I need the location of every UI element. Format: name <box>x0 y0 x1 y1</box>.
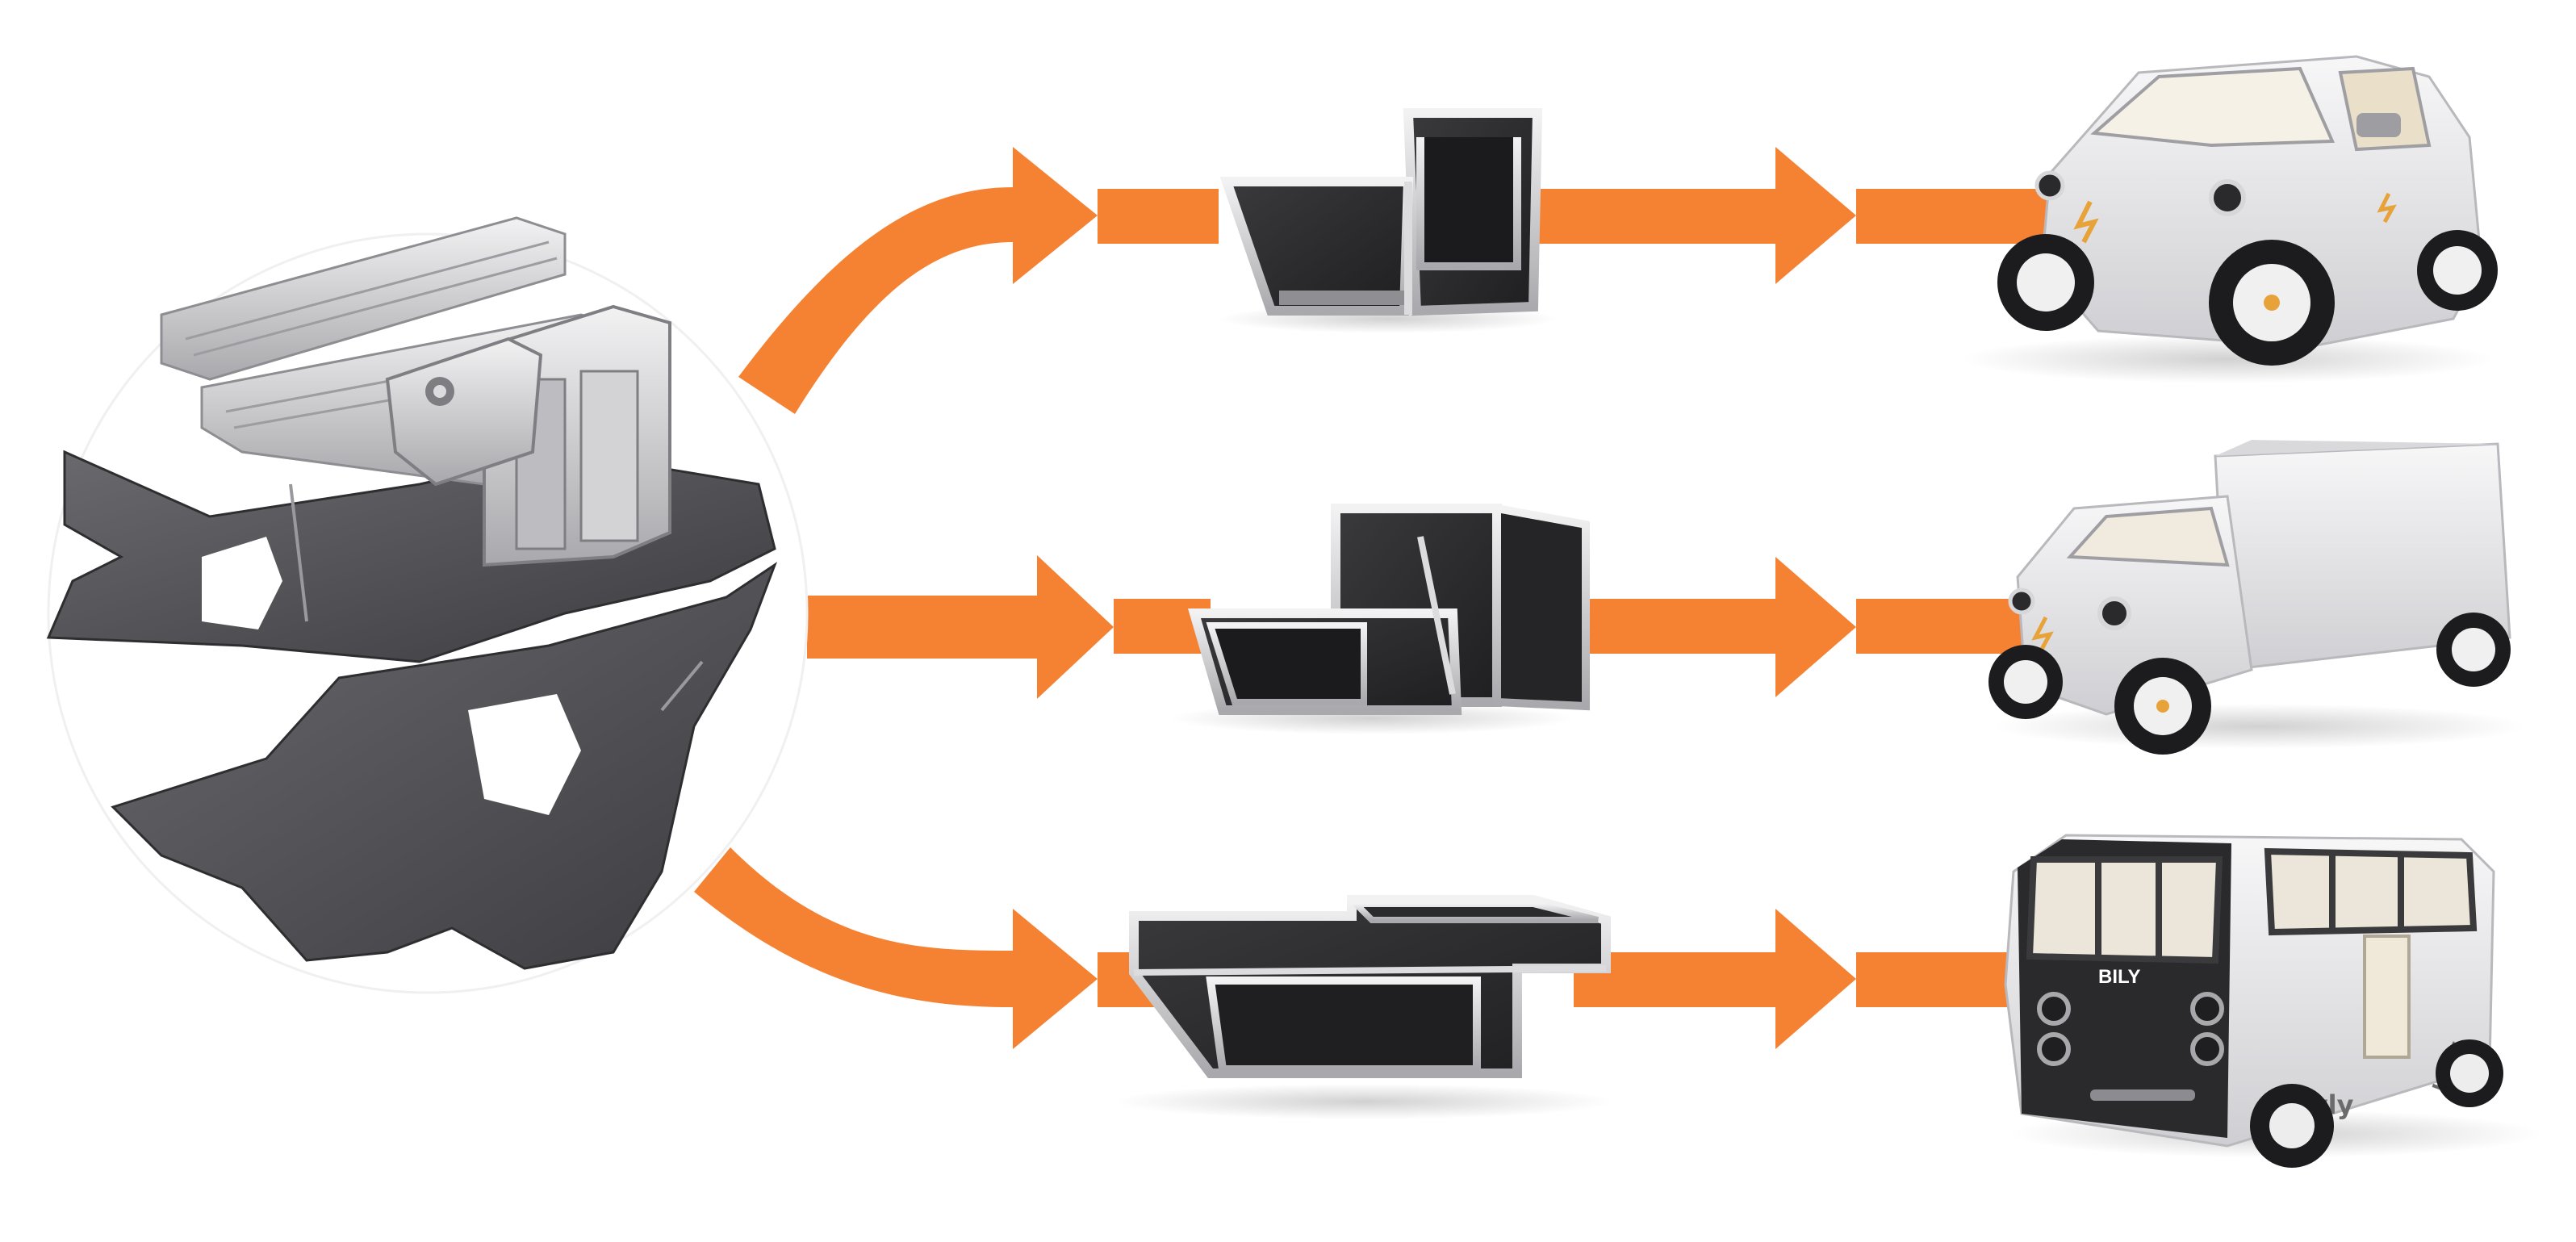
arrow-shaft-mid-1 <box>807 596 1037 659</box>
arrow-head-top-2 <box>1775 147 1856 284</box>
city-car-icon <box>1961 55 2498 383</box>
bus-name-label: BILY <box>2098 966 2140 988</box>
arrow-shaft-mid-3 <box>1590 599 1775 654</box>
cargo-module-icon <box>1170 504 1590 734</box>
arrow-shaft-top-2 <box>1098 189 1219 244</box>
bus-module-icon <box>1114 895 1614 1119</box>
curved-arrow-bottom <box>694 847 1013 1007</box>
arrow-head-top-1 <box>1013 147 1098 284</box>
minibus-icon: BILY luvly luvly <box>2004 834 2542 1168</box>
arrow-head-bottom-2 <box>1775 909 1856 1049</box>
arrow-shaft-top-4 <box>1856 189 2066 244</box>
flat-pack-materials-icon <box>46 216 809 994</box>
flow-arrows <box>694 147 2066 1049</box>
arrow-head-mid-2 <box>1775 557 1856 697</box>
arrow-head-mid-1 <box>1037 555 1114 699</box>
curved-arrow-top <box>738 187 1013 414</box>
cab-module-icon <box>1219 108 1558 333</box>
delivery-van-icon <box>1988 440 2526 755</box>
arrow-head-bottom-1 <box>1013 909 1098 1049</box>
arrow-shaft-top-3 <box>1533 189 1775 244</box>
